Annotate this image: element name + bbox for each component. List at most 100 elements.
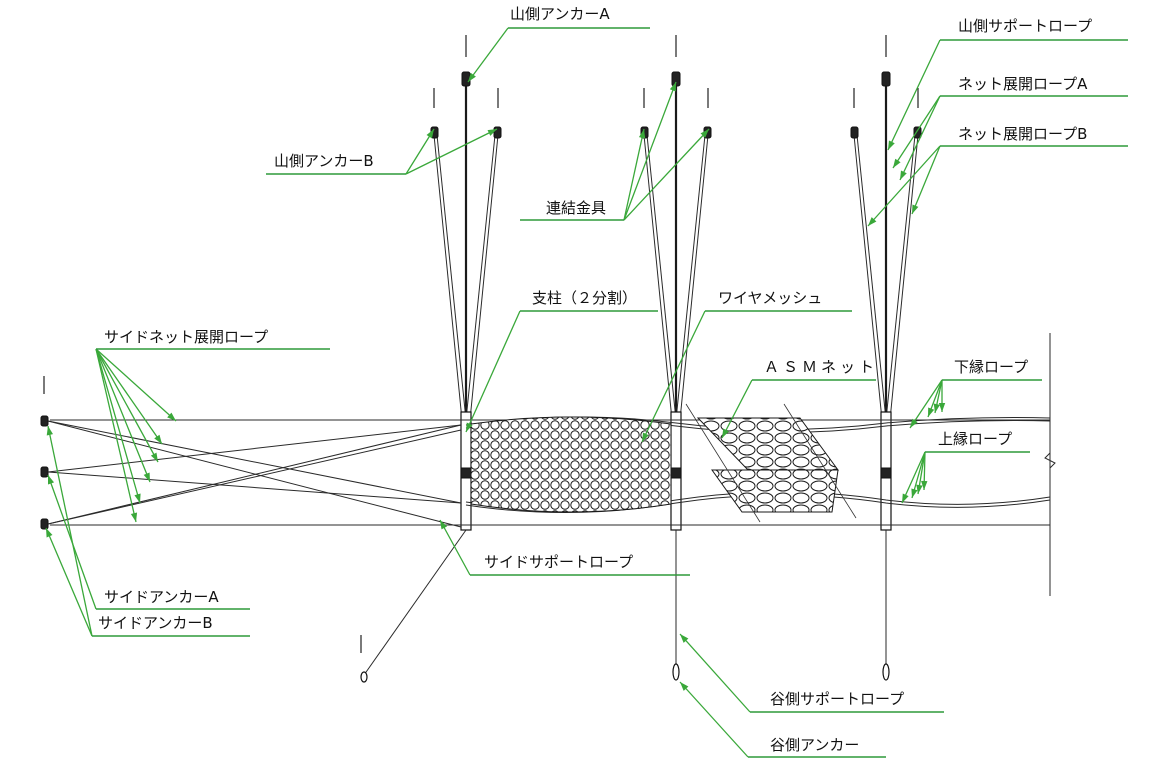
side-support-rope-label: サイドサポートロープ <box>484 553 633 571</box>
right-boundary <box>1044 333 1056 596</box>
joen-rope-arrowhead <box>911 488 918 498</box>
kaen-rope-arrowhead <box>910 418 918 428</box>
label-shichu: 支柱（２分割） <box>520 289 658 312</box>
net-tenkai-rope-b-arrowhead <box>868 217 877 226</box>
joen-rope-leader-line <box>901 451 926 504</box>
label-kaen-rope: 下縁ロープ <box>942 358 1042 381</box>
yamagawa-anchor-b-label: 山側アンカーB <box>274 152 374 170</box>
label-side-net-tenkai-rope: サイドネット展開ロープ <box>96 328 330 350</box>
joen-rope-label: 上縁ロープ <box>938 430 1012 448</box>
net-tenkai-rope-a-label: ネット展開ロープA <box>958 75 1088 93</box>
side-net-tenkai-rope-arrowhead <box>143 472 150 482</box>
side-anchor-b-arrowhead <box>46 426 53 436</box>
label-renketsu-kanagu: 連結金具 <box>520 199 624 221</box>
side-anchor-a-arrowhead <box>48 475 55 485</box>
wire-mesh-arrowhead <box>642 432 649 442</box>
side-net-tenkai-rope-leader-line <box>95 348 159 463</box>
side-net-tenkai-rope-arrowhead <box>167 412 176 421</box>
renketsu-kanagu-arrowhead <box>638 129 646 139</box>
kaen-rope-leader-line <box>909 379 943 429</box>
tanigawa-anchor-label: 谷側アンカー <box>770 736 859 754</box>
side-support-rope-leader-line <box>439 519 471 576</box>
shichu-label: 支柱（２分割） <box>532 289 637 307</box>
label-net-tenkai-rope-a: ネット展開ロープA <box>940 75 1128 97</box>
tanigawa-support-rope-arrowhead <box>680 634 689 643</box>
label-leaders <box>45 27 946 758</box>
kaen-rope-arrowhead <box>938 403 946 412</box>
label-asm-net: ＡＳＭネット <box>752 358 878 381</box>
joen-rope-arrowhead <box>902 493 909 503</box>
yamagawa-support-rope-label: 山側サポートロープ <box>958 17 1092 35</box>
yamagawa-anchor-b-leader-line <box>405 128 498 175</box>
side-anchor-a-label: サイドアンカーA <box>104 588 219 606</box>
yamagawa-support-rope-leader-line <box>887 39 941 151</box>
side-anchor-b-leader-line <box>47 425 93 637</box>
label-wire-mesh: ワイヤメッシュ <box>705 289 852 312</box>
wire-mesh-panel <box>470 416 672 513</box>
net-tenkai-rope-b-leader-line <box>911 145 941 215</box>
net-tenkai-rope-a-arrowhead <box>900 170 907 180</box>
kaen-rope-label: 下縁ロープ <box>954 358 1028 376</box>
yamagawa-anchor-a-leader-line <box>467 27 509 83</box>
renketsu-kanagu-arrowhead <box>700 129 709 138</box>
label-yamagawa-anchor-b: 山側アンカーB <box>266 152 406 175</box>
side-net-tenkai-rope-arrowhead <box>154 434 162 444</box>
yamagawa-anchor-a-label: 山側アンカーA <box>510 5 610 23</box>
label-side-support-rope: サイドサポートロープ <box>470 553 690 576</box>
anchor-fittings <box>430 71 922 139</box>
net-tenkai-rope-b-leader-line <box>867 145 941 227</box>
net-tenkai-rope-a-arrowhead <box>893 158 901 168</box>
renketsu-kanagu-leader-line <box>623 81 677 221</box>
side-net-tenkai-rope-arrowhead <box>130 512 138 522</box>
asm-net-leader-line <box>721 379 753 439</box>
yamagawa-anchor-b-arrowhead <box>487 129 497 136</box>
label-side-anchor-a: サイドアンカーA <box>96 588 250 610</box>
label-yamagawa-anchor-a: 山側アンカーA <box>508 5 650 29</box>
valley-support-ropes <box>360 529 890 683</box>
yamagawa-anchor-a-arrowhead <box>468 72 476 82</box>
tanigawa-support-rope-leader-line <box>679 633 751 713</box>
side-net-tenkai-rope-leader-line <box>95 348 137 523</box>
renketsu-kanagu-leader-line <box>623 128 710 221</box>
asm-net-arrowhead <box>722 428 729 438</box>
net-tenkai-rope-a-leader-line <box>899 95 941 181</box>
net-tenkai-rope-b-label: ネット展開ロープB <box>958 125 1087 143</box>
tanigawa-support-rope-label: 谷側サポートロープ <box>770 690 904 708</box>
renketsu-kanagu-label: 連結金具 <box>546 199 606 217</box>
tanigawa-anchor-leader-line <box>679 681 749 758</box>
side-net-tenkai-rope-leader-line <box>95 348 151 483</box>
asm-net-cutaway <box>685 403 857 523</box>
yamagawa-anchor-b-arrowhead <box>426 129 434 139</box>
side-net-tenkai-rope-label: サイドネット展開ロープ <box>104 328 268 346</box>
side-net-tenkai-rope-arrowhead <box>134 493 141 503</box>
label-side-anchor-b: サイドアンカーB <box>92 614 250 637</box>
kaen-rope-arrowhead <box>928 407 935 417</box>
joen-rope-arrowhead <box>921 480 928 490</box>
side-anchor-b-arrowhead <box>46 528 53 538</box>
yamagawa-support-rope-arrowhead <box>888 140 895 150</box>
mountain-support-ropes <box>433 78 919 421</box>
side-anchor-b-leader-line <box>45 527 93 637</box>
net-tenkai-rope-b-arrowhead <box>912 204 919 214</box>
label-tanigawa-anchor: 谷側アンカー <box>748 736 886 758</box>
asm-net-label: ＡＳＭネット <box>764 358 878 376</box>
label-joen-rope: 上縁ロープ <box>925 430 1030 453</box>
side-net-tenkai-rope-leader-line <box>95 348 141 504</box>
anchor-reference-lines <box>43 35 919 653</box>
side-net-tenkai-rope-leader-line <box>95 348 177 422</box>
tanigawa-anchor-arrowhead <box>680 682 689 691</box>
net-tenkai-rope-a-leader-line <box>892 95 941 169</box>
renketsu-kanagu-leader-line <box>623 128 645 221</box>
label-net-tenkai-rope-b: ネット展開ロープB <box>940 125 1128 147</box>
joen-rope-arrowhead <box>916 484 923 494</box>
kaen-rope-arrowhead <box>933 403 940 413</box>
side-net-ropes <box>47 420 462 528</box>
side-anchors <box>40 415 49 530</box>
wire-mesh-label: ワイヤメッシュ <box>718 289 822 307</box>
side-support-rope-arrowhead <box>440 520 448 530</box>
renketsu-kanagu-arrowhead <box>669 82 676 92</box>
label-tanigawa-support-rope: 谷側サポートロープ <box>750 690 944 713</box>
shichu-arrowhead <box>466 422 473 432</box>
side-net-tenkai-rope-arrowhead <box>150 452 158 462</box>
